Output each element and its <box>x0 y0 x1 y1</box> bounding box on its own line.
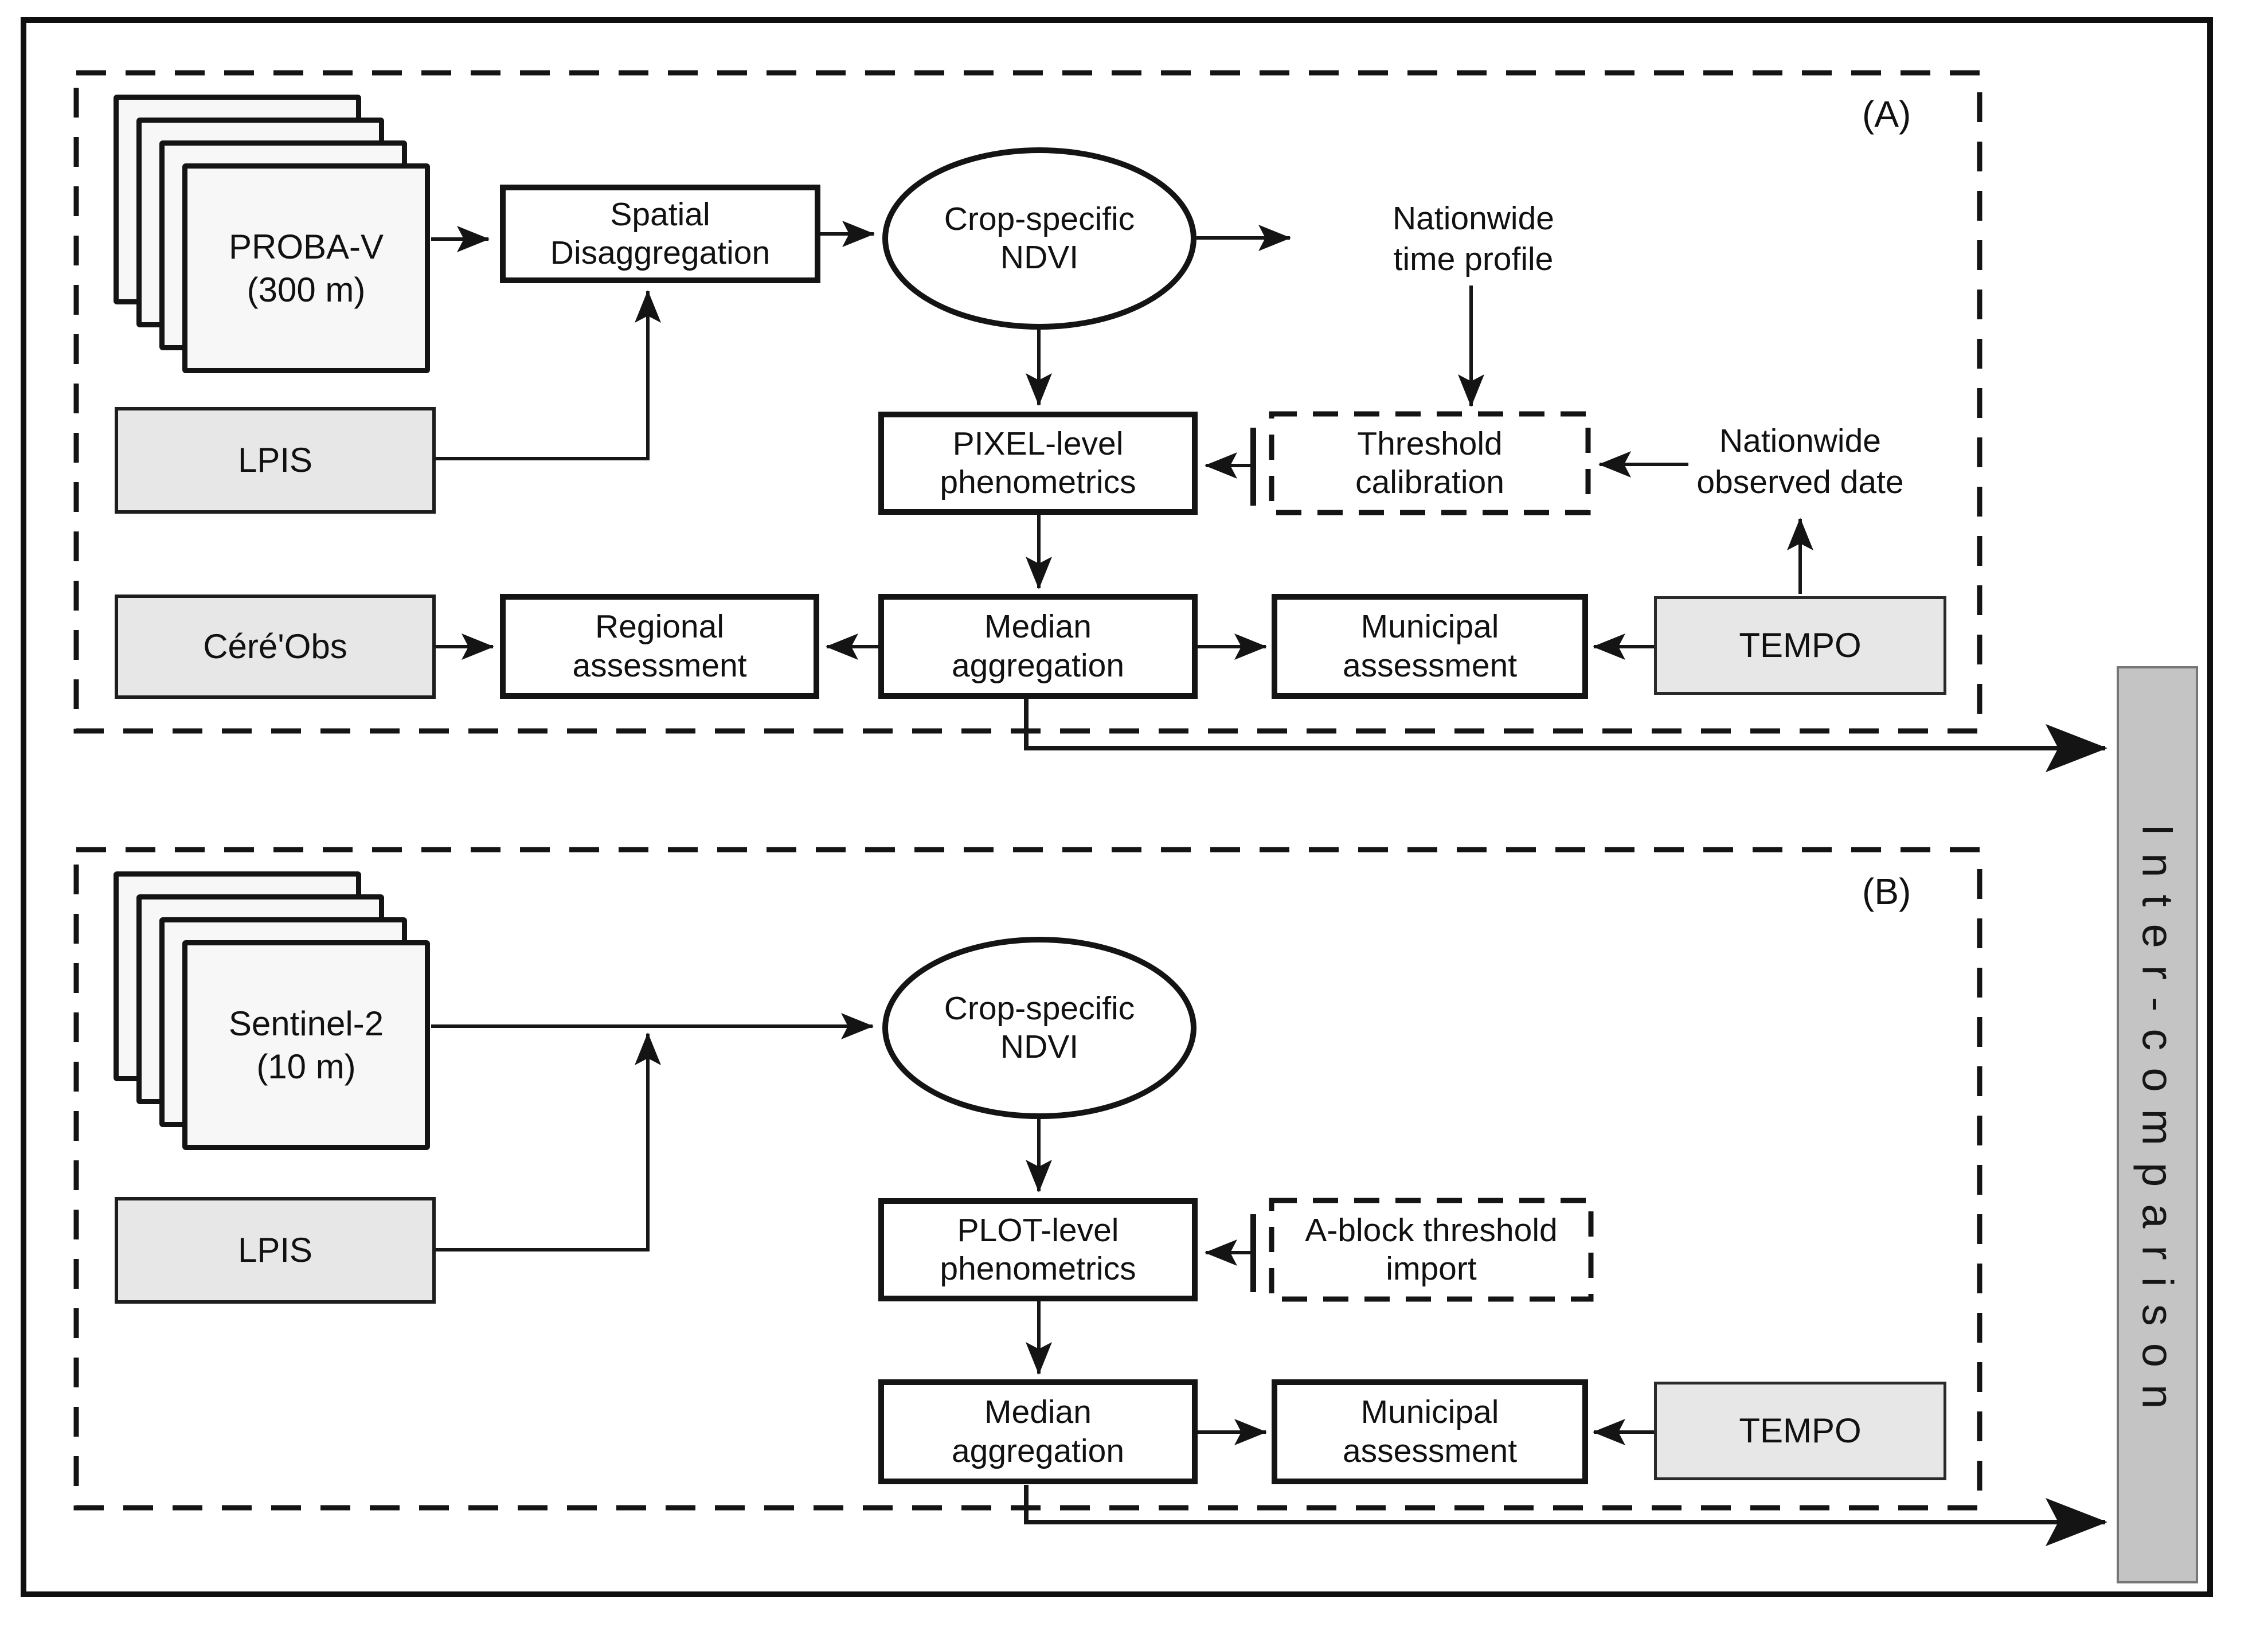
a-block-threshold-import-label: A-block threshold import <box>1305 1211 1558 1287</box>
municipal-assessment-box-a: Municipal assessment <box>1272 594 1588 699</box>
crop-specific-ndvi-ellipse-a: Crop-specific NDVI <box>882 147 1196 330</box>
nationwide-observed-date-text: Nationwide observed date <box>1696 423 1904 500</box>
intercomparison-bar: Inter-comparison <box>2117 666 2198 1583</box>
lpis-box-a: LPIS <box>115 407 436 514</box>
spatial-disaggregation-box: Spatial Disaggregation <box>500 185 820 283</box>
sentinel-2-front-card: Sentinel-2 (10 m) <box>182 940 430 1150</box>
cereobs-box: Céré'Obs <box>115 595 436 699</box>
pixel-level-phenometrics-box: PIXEL-level phenometrics <box>878 412 1198 515</box>
tempo-box-a: TEMPO <box>1654 596 1946 695</box>
crop-specific-ndvi-ellipse-b: Crop-specific NDVI <box>882 937 1196 1119</box>
threshold-calibration-label: Threshold calibration <box>1355 425 1504 500</box>
panel-a-label: (A) <box>1862 93 1911 135</box>
plot-level-phenometrics-box: PLOT-level phenometrics <box>878 1198 1198 1301</box>
proba-v-front-card: PROBA-V (300 m) <box>182 163 430 373</box>
intercomparison-label: Inter-comparison <box>2133 823 2182 1426</box>
median-aggregation-box-a: Median aggregation <box>878 594 1198 699</box>
tempo-box-b: TEMPO <box>1654 1382 1946 1480</box>
regional-assessment-box: Regional assessment <box>500 594 819 699</box>
lpis-box-b: LPIS <box>115 1197 436 1304</box>
median-aggregation-box-b: Median aggregation <box>878 1379 1198 1484</box>
nationwide-time-profile-text: Nationwide time profile <box>1393 200 1554 277</box>
panel-b-label: (B) <box>1862 871 1911 912</box>
municipal-assessment-box-b: Municipal assessment <box>1272 1379 1588 1484</box>
